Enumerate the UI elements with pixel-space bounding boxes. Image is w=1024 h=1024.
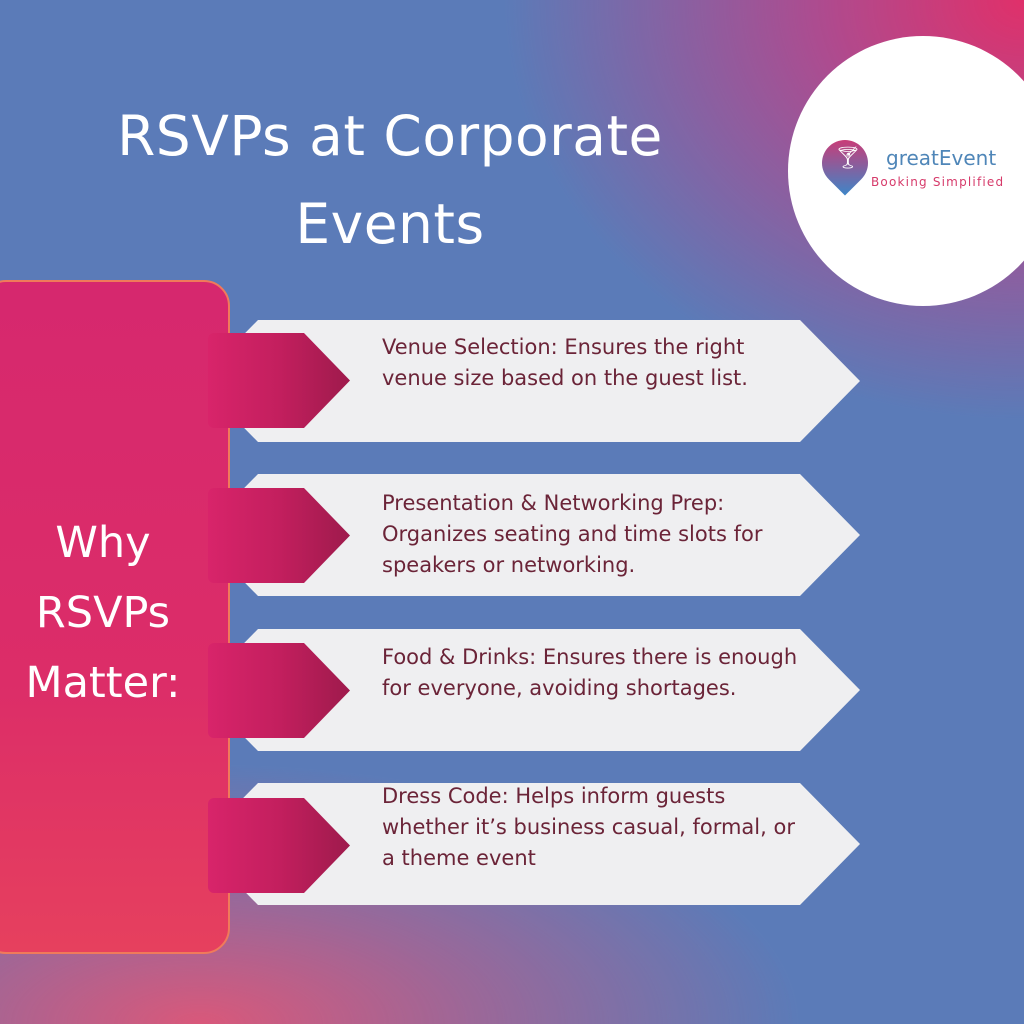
logo-tagline: Booking Simplified — [871, 175, 1005, 189]
item-text: Venue Selection: Ensures the right venue… — [382, 335, 748, 390]
item-text: Presentation & Networking Prep: Organize… — [382, 491, 763, 577]
side-panel — [0, 280, 230, 954]
page-title: RSVPs at Corporate Events — [117, 104, 663, 256]
item-text: Dress Code: Helps inform guests whether … — [382, 784, 795, 870]
panel-heading: Why RSVPs Matter: — [25, 518, 181, 708]
item-text: Food & Drinks: Ensures there is enough f… — [382, 645, 798, 700]
cocktail-glass-icon: 🍸︎ — [834, 146, 862, 171]
logo-brand: greatEvent — [886, 146, 997, 170]
